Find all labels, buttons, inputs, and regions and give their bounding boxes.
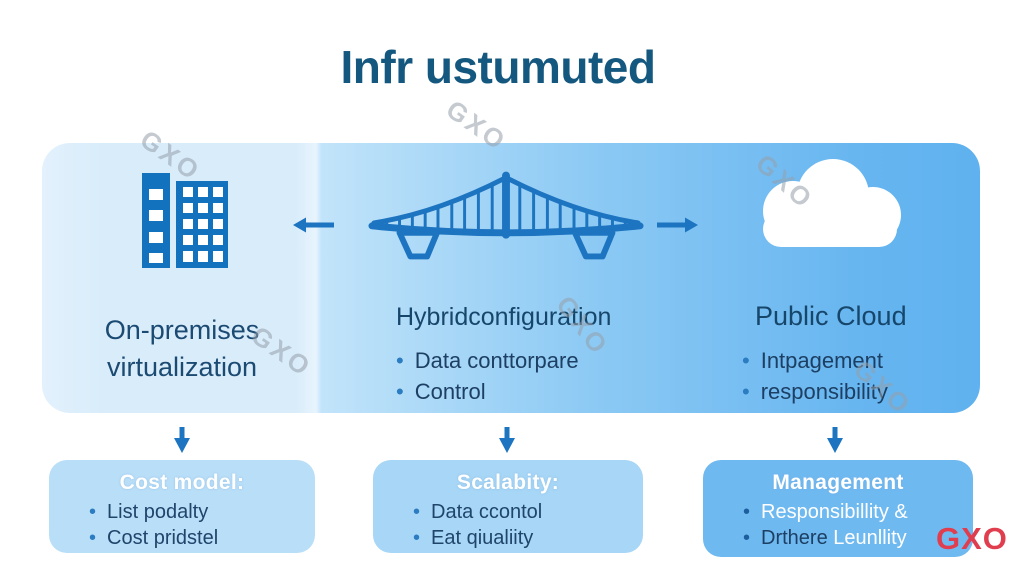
section-public-cloud-heading: Public Cloud — [755, 301, 907, 331]
list-item: • Cost pridstel — [89, 525, 315, 551]
list-item: • Eat qiualiity — [413, 525, 643, 551]
arrow-down-icon — [172, 427, 192, 453]
list-item: • List podalty — [89, 499, 315, 525]
page-title: Infr ustumuted — [340, 41, 656, 93]
arrow-right-icon — [657, 216, 699, 234]
box-heading: Cost model: — [119, 471, 245, 494]
box-heading: Management — [772, 471, 904, 494]
list-item-label: Cost pridstel — [107, 527, 219, 549]
bullet-icon: • — [89, 527, 97, 549]
list-item-label: Control — [414, 379, 486, 404]
list-item-label: Data conttorpare — [414, 348, 579, 373]
list-item: • Data ccontol — [413, 499, 643, 525]
list-item: • Control — [396, 376, 611, 407]
section-hybrid-heading: Hybridconfiguration — [396, 303, 612, 331]
bullet-icon: • — [742, 348, 750, 373]
bullet-icon: • — [413, 527, 421, 549]
list-item: • Intpagement — [742, 345, 907, 376]
list-item-label: Eat qiualiity — [431, 527, 534, 549]
list-item: • Responsibillity & — [743, 499, 973, 525]
bullet-icon: • — [413, 501, 421, 523]
bullet-icon: • — [396, 348, 404, 373]
section-on-premises-heading: On-premises virtualization — [104, 315, 260, 382]
list-item-label: Drthere — [761, 527, 828, 549]
gxo-logo: GXO — [936, 521, 1008, 556]
bullet-icon: • — [743, 501, 751, 523]
list-item-label: Responsibillity & — [761, 501, 908, 523]
list-item-label: responsibility — [760, 379, 888, 404]
list-item: • Drthere Leunllity — [743, 525, 973, 551]
arrow-down-icon — [825, 427, 845, 453]
list-item-label: Data ccontol — [431, 501, 543, 523]
cloud-icon — [743, 153, 911, 253]
cost-model-box: Cost model: • List podalty • Cost pridstel — [49, 460, 315, 553]
list-item-label: Intpagement — [760, 348, 884, 373]
list-item-label: Leunllity — [833, 527, 907, 549]
bullet-icon: • — [396, 379, 404, 404]
bullet-icon: • — [742, 379, 750, 404]
bullet-icon: • — [89, 501, 97, 523]
list-item: • Data conttorpare — [396, 345, 611, 376]
bridge-icon — [368, 167, 644, 267]
bullet-icon: • — [743, 527, 751, 549]
list-item-label: List podalty — [107, 501, 209, 523]
list-item: • responsibility — [742, 376, 907, 407]
arrow-left-icon — [292, 216, 334, 234]
box-heading: Scalabity: — [456, 471, 560, 494]
buildings-icon — [141, 170, 229, 268]
section-hybrid: Hybridconfiguration • Data conttorpare • C… — [396, 303, 611, 407]
management-box: Management • Responsibillity & • Drthere L… — [703, 460, 973, 557]
section-public-cloud: Public Cloud • Intpagement • responsibilit… — [742, 301, 907, 407]
scalability-box: Scalabity: • Data ccontol • Eat qiualiity — [373, 460, 643, 553]
arrow-down-icon — [497, 427, 517, 453]
